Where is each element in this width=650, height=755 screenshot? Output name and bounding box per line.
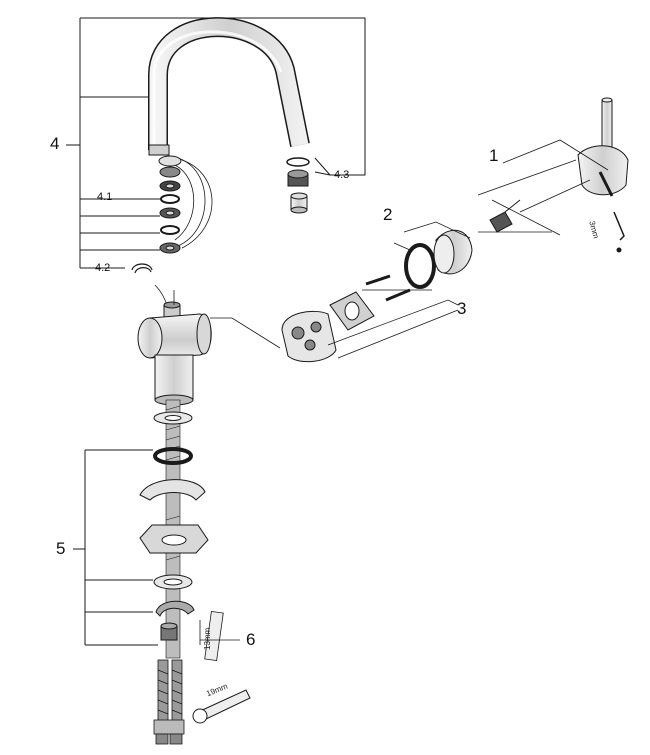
spout-seals-stack xyxy=(158,155,182,254)
upper-leaders xyxy=(327,139,609,359)
callout-4-2: 4.2 xyxy=(95,262,111,274)
group-5-bracket xyxy=(73,449,158,646)
supply-hoses xyxy=(153,659,185,745)
faucet-body xyxy=(137,301,212,406)
lever-handle xyxy=(577,97,629,253)
group-4-bracket xyxy=(66,17,366,269)
callout-5: 5 xyxy=(56,539,66,558)
callout-1: 1 xyxy=(489,146,499,165)
clip-4-2 xyxy=(131,263,169,309)
cartridge-nut xyxy=(329,291,375,331)
mounting-parts xyxy=(139,411,209,641)
screws xyxy=(365,274,411,302)
callout-2: 2 xyxy=(383,205,393,224)
tool-6 xyxy=(199,610,240,662)
escutcheon-cap xyxy=(433,229,473,275)
callout-3: 3 xyxy=(457,299,467,318)
aerator-4-3 xyxy=(286,157,331,214)
hose-curves xyxy=(174,157,213,249)
cartridge xyxy=(281,310,337,363)
tool-size-13: 13mm xyxy=(203,627,212,650)
callout-4: 4 xyxy=(50,134,60,153)
adapter-piece xyxy=(489,199,521,233)
callout-4-1: 4.1 xyxy=(97,191,113,203)
callout-6: 6 xyxy=(246,630,256,649)
callout-4-3: 4.3 xyxy=(334,169,350,181)
o-ring-2 xyxy=(404,243,436,289)
spout xyxy=(148,17,310,156)
wrench xyxy=(192,689,251,724)
guide-line-body xyxy=(210,317,281,349)
